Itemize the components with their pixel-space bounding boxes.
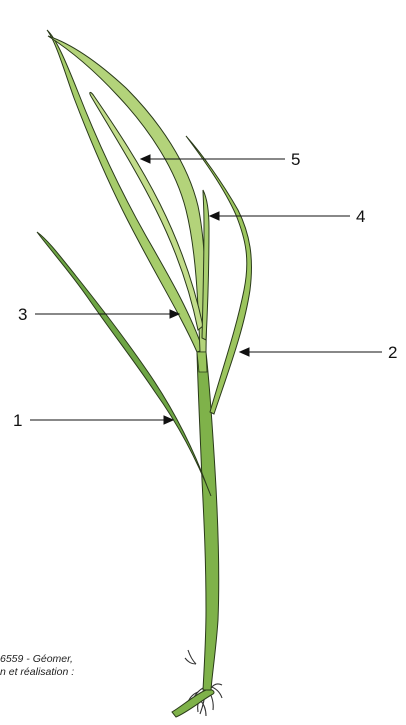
- arrowhead-2: [240, 348, 249, 356]
- label-4: 4: [356, 207, 365, 226]
- arrowhead-5: [141, 155, 150, 163]
- arrowhead-4: [210, 212, 219, 220]
- label-3: 3: [18, 305, 27, 324]
- rhizome: [172, 689, 214, 717]
- leaf-3: [47, 30, 203, 352]
- sheath: [197, 352, 207, 372]
- label-1: 1: [13, 411, 22, 430]
- label-2: 2: [388, 343, 397, 362]
- label-5: 5: [291, 150, 300, 169]
- credit-line-1: 6559 - Géomer,: [0, 653, 73, 665]
- credit-line-2: n et réalisation :: [0, 666, 74, 678]
